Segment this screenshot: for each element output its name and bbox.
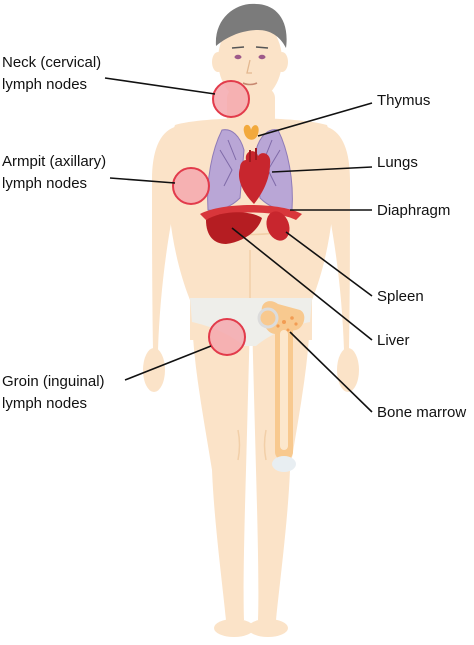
- bone-marrow-label: Bone marrow: [377, 404, 467, 421]
- lungs-label: Lungs: [377, 154, 418, 171]
- leader-line-bone-marrow: [289, 331, 373, 413]
- neck-lymph-nodes-label-line1: Neck (cervical): [2, 54, 102, 71]
- neck-lymph-nodes-label: Neck (cervical) lymph nodes: [2, 52, 101, 96]
- spleen-label: Spleen: [377, 288, 424, 305]
- hair: [215, 3, 287, 48]
- groin-lymph-node-marker: [208, 318, 246, 356]
- thymus-label: Thymus: [377, 92, 431, 109]
- lungs: [207, 129, 293, 211]
- neck-lymph-nodes-label-line2: lymph nodes: [2, 76, 88, 93]
- armpit-lymph-nodes-label: Armpit (axillary) lymph nodes: [2, 151, 106, 195]
- leader-line-liver: [231, 227, 373, 341]
- thymus: [243, 124, 259, 140]
- diaphragm: [200, 205, 302, 220]
- neck-lymph-node-marker: [212, 80, 250, 118]
- armpit-lymph-nodes-label-line1: Armpit (axillary): [2, 153, 107, 170]
- heart: [238, 148, 271, 204]
- body-silhouette: [143, 18, 359, 637]
- leader-line-spleen: [285, 231, 373, 297]
- armpit-lymph-nodes-label-line2: lymph nodes: [2, 175, 88, 192]
- leader-line-armpit: [109, 177, 176, 184]
- leader-line-lungs: [271, 166, 373, 173]
- leader-line-neck: [104, 77, 216, 95]
- spleen: [266, 211, 290, 241]
- leader-lines: [104, 77, 373, 413]
- femur-bone: [257, 301, 305, 472]
- liver-label: Liver: [377, 332, 410, 349]
- groin-lymph-nodes-label-line1: Groin (inguinal): [2, 373, 105, 390]
- leader-line-thymus: [257, 102, 373, 137]
- groin-lymph-nodes-label: Groin (inguinal) lymph nodes: [2, 371, 105, 415]
- liver: [206, 212, 262, 244]
- leader-line-groin: [124, 345, 212, 381]
- armpit-lymph-node-marker: [172, 167, 210, 205]
- groin-lymph-nodes-label-line2: lymph nodes: [2, 395, 88, 412]
- diaphragm-label: Diaphragm: [377, 202, 451, 219]
- face: [231, 46, 269, 86]
